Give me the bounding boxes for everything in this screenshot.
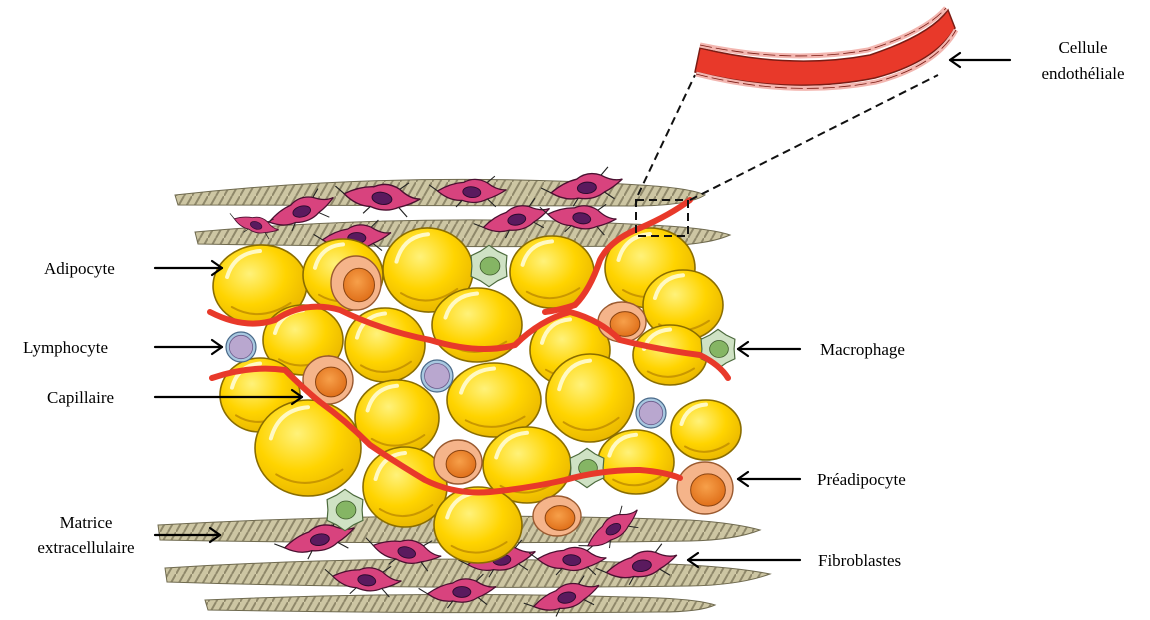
zoom-indicator <box>636 75 938 236</box>
arrow-fibroblastes <box>688 553 800 567</box>
zoom-line-right <box>690 75 938 200</box>
lymphocyte-cell <box>636 398 666 428</box>
preadipocyte-cell <box>677 462 733 514</box>
label-cellule-line2: endothéliale <box>1041 64 1124 83</box>
preadipocyte-cell <box>331 256 381 310</box>
macrophage-cell <box>471 245 507 286</box>
adipocyte-cell <box>434 487 522 563</box>
arrow-lymphocyte <box>155 340 222 354</box>
label-preadipocyte: Préadipocyte <box>817 470 906 489</box>
arrow-preadipocyte <box>738 472 800 486</box>
arrow-cellule-endotheliale <box>950 53 1010 67</box>
label-lymphocyte: Lymphocyte <box>23 338 108 357</box>
preadipocyte-cell <box>434 440 482 484</box>
label-capillaire: Capillaire <box>47 388 114 407</box>
endothelial-vessel <box>695 8 956 88</box>
label-adipocyte: Adipocyte <box>44 259 115 278</box>
adipocyte-cell <box>255 400 361 496</box>
adipocyte-cell <box>671 400 741 460</box>
label-matrice-line2: extracellulaire <box>37 538 134 557</box>
lymphocyte-cell <box>421 360 453 392</box>
label-fibroblastes: Fibroblastes <box>818 551 901 570</box>
arrow-macrophage <box>738 342 800 356</box>
label-macrophage: Macrophage <box>820 340 905 359</box>
label-matrice-line1: Matrice <box>60 513 113 532</box>
preadipocyte-cell <box>598 302 646 342</box>
label-cellule-line1: Cellule <box>1058 38 1107 57</box>
zoom-line-left <box>638 75 695 195</box>
preadipocyte-cell <box>533 496 581 536</box>
adipocyte-cell <box>546 354 634 442</box>
adipocyte-cell <box>598 430 674 494</box>
lymphocyte-cell <box>226 332 256 362</box>
adipocyte-cell <box>447 363 541 437</box>
arrow-adipocyte <box>155 261 222 275</box>
